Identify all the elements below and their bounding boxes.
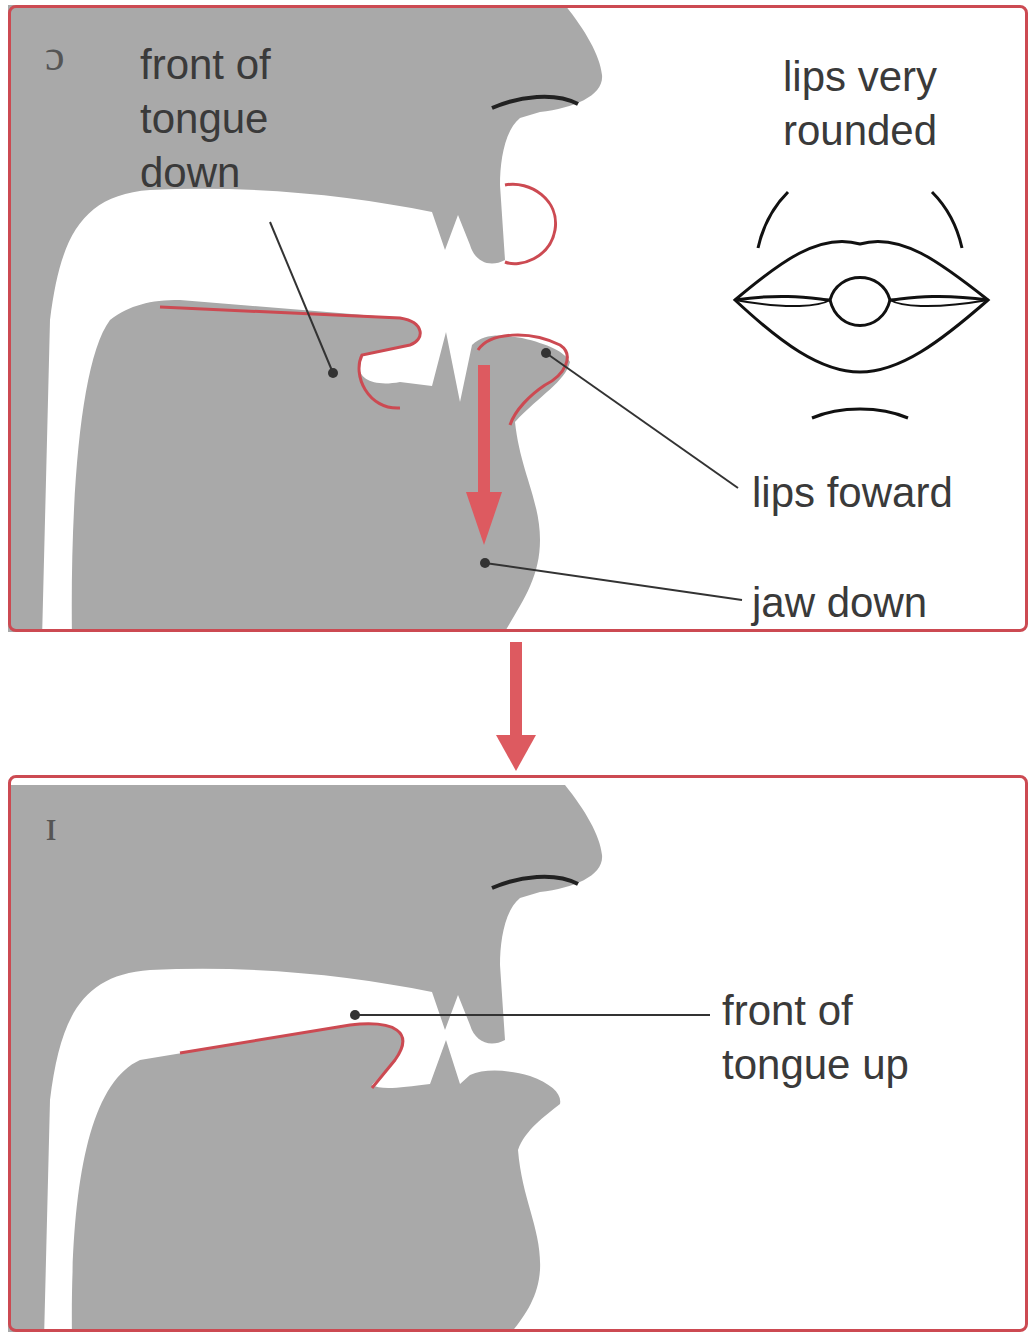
part-label: front of tongue up	[722, 984, 992, 1092]
part-label: lips very rounded	[720, 50, 1000, 158]
part-label: lips foward	[752, 466, 1022, 520]
part-label: jaw down	[752, 576, 1022, 630]
sequence-arrow	[496, 642, 536, 771]
phonetic-symbol: ɪ	[45, 800, 57, 851]
mouth-closed-view	[8, 785, 710, 1332]
part-label: front of tongue down	[140, 38, 380, 200]
phonetic-symbol: ɔ	[45, 30, 65, 81]
